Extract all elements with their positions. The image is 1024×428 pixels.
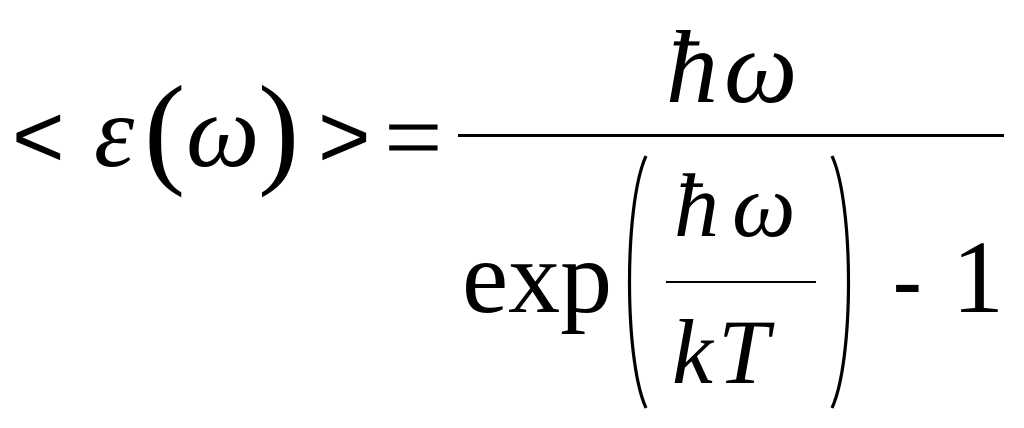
boltzmann-k: k: [672, 301, 713, 403]
temperature-T: T: [718, 301, 770, 403]
one-digit: 1: [952, 220, 1004, 335]
inner-fraction-bar: [666, 281, 816, 283]
close-paren: ): [258, 61, 300, 198]
minus-sign: -: [892, 231, 923, 333]
equals-sign: =: [384, 80, 443, 195]
omega-symbol: ω: [186, 74, 260, 189]
numerator-hbar: ħ: [666, 10, 718, 125]
epsilon-symbol: ε: [94, 76, 135, 189]
inner-numerator-omega: ω: [732, 157, 796, 256]
open-angle-bracket: <: [12, 87, 65, 187]
big-open-paren: [627, 155, 648, 409]
exp-function: exp: [462, 220, 613, 335]
close-angle-bracket: >: [318, 87, 371, 187]
main-fraction-bar: [458, 134, 1004, 137]
numerator-omega: ω: [724, 10, 798, 125]
big-close-paren: [830, 155, 851, 409]
inner-numerator-hbar: ħ: [674, 157, 719, 256]
open-paren: (: [144, 61, 186, 198]
